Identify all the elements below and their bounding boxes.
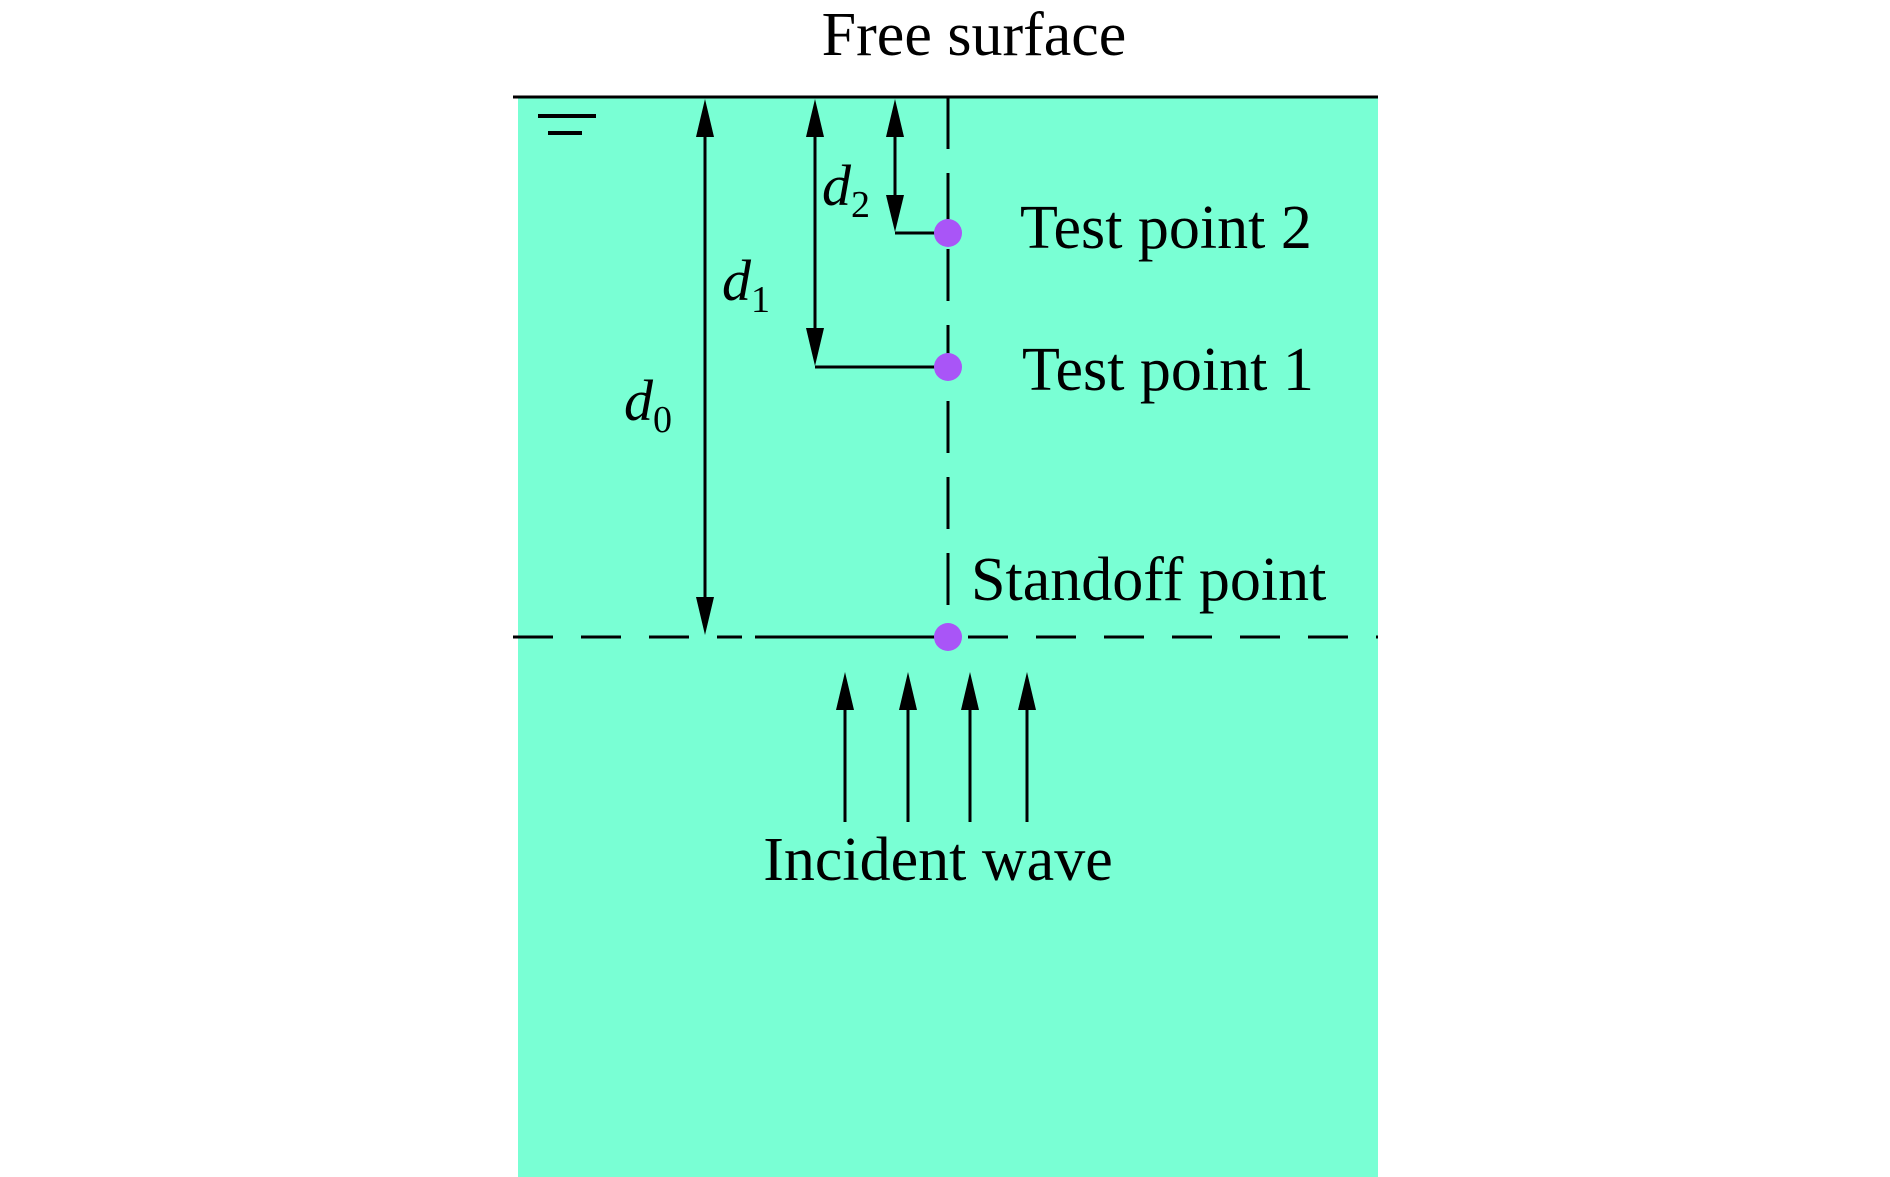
- test-point-1-marker: [934, 353, 962, 381]
- water-level-icon: [538, 114, 596, 135]
- d1-label: d1: [722, 248, 770, 321]
- d2-label: d2: [822, 153, 870, 226]
- test-point-2-marker: [934, 219, 962, 247]
- free-surface-label: Free surface: [822, 1, 1127, 69]
- test-point-1-label: Test point 1: [1022, 336, 1314, 404]
- standoff-point-label: Standoff point: [971, 546, 1326, 614]
- incident-wave-arrows: [836, 672, 1036, 822]
- standoff-point-marker: [934, 623, 962, 651]
- incident-wave-label: Incident wave: [763, 826, 1112, 894]
- d0-label: d0: [624, 368, 672, 441]
- test-point-2-label: Test point 2: [1020, 194, 1312, 262]
